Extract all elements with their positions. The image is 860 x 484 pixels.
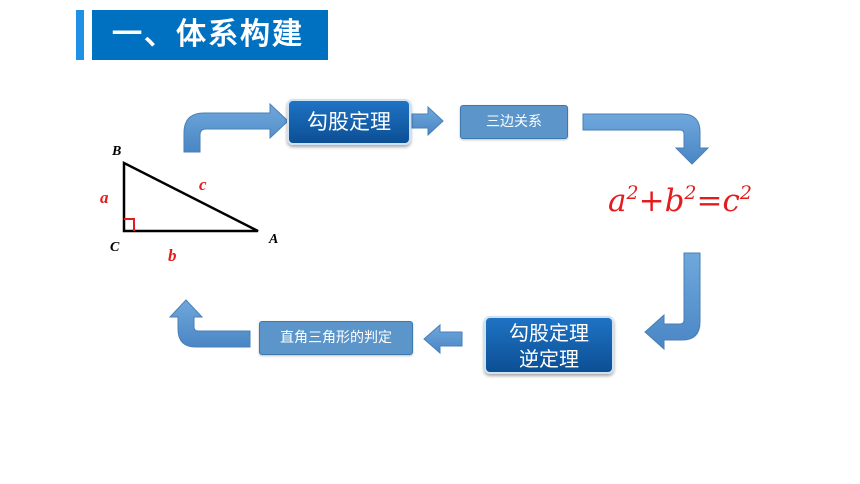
formula-a-exponent: 2 bbox=[626, 182, 639, 204]
flow-arrow-relation-to-formula bbox=[582, 113, 710, 165]
node-right-triangle-judgement: 直角三角形的判定 bbox=[259, 321, 413, 355]
triangle-shape bbox=[122, 160, 259, 233]
flow-arrow-converse-to-judgement bbox=[423, 323, 463, 355]
formula-c: c bbox=[722, 183, 740, 219]
formula-equals: = bbox=[696, 183, 723, 219]
formula-c-exponent: 2 bbox=[739, 182, 752, 204]
flow-arrow-triangle-to-theorem bbox=[183, 102, 289, 153]
formula-a: a bbox=[608, 183, 627, 219]
formula-b-exponent: 2 bbox=[684, 182, 697, 204]
section-title: 一、体系构建 bbox=[92, 10, 328, 60]
flow-arrow-formula-to-converse bbox=[644, 252, 701, 351]
flow-arrow-judgement-to-triangle bbox=[168, 299, 251, 348]
node-converse-line2: 逆定理 bbox=[519, 347, 579, 371]
vertex-b-label: B bbox=[111, 144, 121, 159]
pythagorean-formula: a2+b2=c2 bbox=[608, 182, 752, 219]
node-converse-theorem: 勾股定理 逆定理 bbox=[484, 316, 614, 374]
side-c-label: c bbox=[199, 175, 207, 194]
right-angle-mark bbox=[124, 218, 135, 231]
formula-plus: + bbox=[638, 183, 665, 219]
side-b-label: b bbox=[168, 246, 177, 265]
formula-b: b bbox=[664, 183, 685, 219]
flow-arrow-theorem-to-relation bbox=[411, 105, 444, 137]
title-accent-bar bbox=[76, 10, 84, 60]
node-right-triangle-judgement-label: 直角三角形的判定 bbox=[280, 330, 392, 346]
node-converse-line1: 勾股定理 bbox=[509, 321, 589, 345]
node-three-sides-relation-label: 三边关系 bbox=[486, 114, 542, 130]
node-pythagorean-theorem-label: 勾股定理 bbox=[307, 110, 391, 134]
side-a-label: a bbox=[100, 188, 109, 207]
vertex-c-label: C bbox=[110, 240, 120, 255]
node-pythagorean-theorem: 勾股定理 bbox=[287, 99, 411, 145]
right-triangle: B C A a b c bbox=[100, 144, 278, 265]
vertex-a-label: A bbox=[268, 232, 278, 247]
node-three-sides-relation: 三边关系 bbox=[460, 105, 568, 139]
